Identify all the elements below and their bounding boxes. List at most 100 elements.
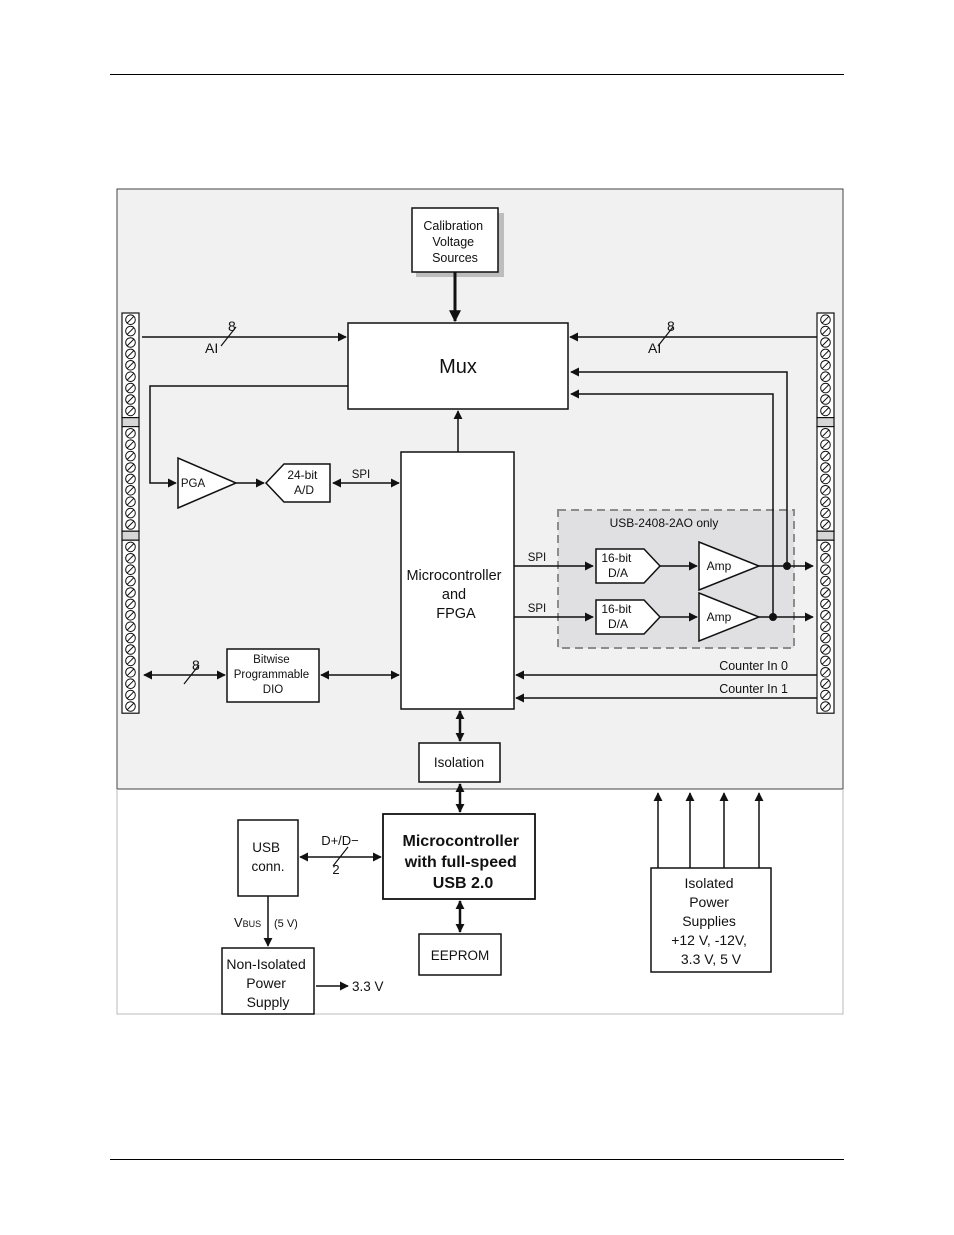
screw-slot	[126, 588, 135, 597]
non-isolated-region-outline	[116, 789, 844, 1015]
amp2-triangle	[698, 591, 762, 643]
mcu-fpga-box	[400, 451, 515, 710]
ai-left-slash	[220, 326, 237, 347]
terminal-separator	[121, 530, 140, 541]
mux-to-pga-line	[149, 385, 348, 488]
screw-slot	[126, 497, 135, 506]
screw-slot	[126, 338, 135, 347]
eeprom-box	[418, 933, 502, 976]
screw-slot	[821, 463, 830, 472]
screw-slot	[126, 702, 135, 711]
mux-label: Mux	[439, 356, 477, 378]
adc-label: 24-bit A/D	[287, 468, 320, 497]
screw-slot	[126, 395, 135, 404]
terminal-separator	[121, 417, 140, 428]
amp2-label: Amp	[707, 610, 732, 624]
ao1-feedback-line	[570, 389, 774, 617]
screw-slot	[821, 475, 830, 483]
screw-slot	[126, 668, 135, 677]
screw-slot	[821, 350, 830, 358]
screw-slot	[126, 463, 135, 472]
screw-slot	[821, 486, 830, 495]
screw-slot	[821, 622, 830, 631]
screw-slot	[821, 452, 830, 460]
dac1-label: 16-bit D/A	[601, 551, 634, 580]
ai-left-count: 8	[228, 318, 236, 334]
nonisolated-ps-label: Non-Isolated Power Supply	[226, 956, 309, 1010]
screw-slot	[126, 554, 135, 563]
ao-option-region	[557, 509, 795, 649]
adc-shape	[264, 463, 331, 503]
screw-slot	[126, 600, 135, 608]
screw-slot	[126, 645, 135, 654]
screw-slot	[126, 486, 135, 495]
ao1-junction-dot	[769, 613, 777, 621]
screw-slot	[821, 600, 830, 608]
screw-slot	[126, 315, 135, 324]
screw-slot	[821, 611, 830, 620]
dac2-shape	[595, 599, 662, 635]
calibration-label: Calibration Voltage Sources	[423, 219, 486, 265]
screw-slot	[821, 384, 830, 392]
screw-slot	[126, 565, 135, 574]
vbus-value: (5 V)	[274, 918, 298, 930]
screw-slot	[821, 543, 830, 551]
isolated-ps-box	[650, 867, 772, 973]
amp1-label: Amp	[707, 559, 732, 573]
ao0-junction-dot	[783, 562, 791, 570]
screw-slot	[821, 497, 830, 506]
screw-slot	[821, 588, 830, 597]
ai-right-count: 8	[667, 318, 675, 334]
terminal-separator	[816, 417, 835, 428]
screw-slot	[126, 384, 135, 392]
usb-conn-label: USB conn.	[251, 840, 284, 874]
mux-box	[347, 322, 569, 410]
screw-slot	[126, 622, 135, 631]
ai-right-label: AI	[648, 340, 661, 356]
dac2-spi-label: SPI	[528, 603, 547, 615]
ai-right-slash	[657, 326, 674, 347]
screw-slot	[821, 315, 830, 324]
terminal-separator	[816, 530, 835, 541]
screw-slot	[126, 407, 135, 415]
screw-slot	[126, 543, 135, 551]
usb-mcu-label: Microcontroller with full-speed USB 2.0	[403, 833, 524, 892]
counter1-label: Counter In 1	[719, 682, 788, 696]
ao0-feedback-line	[570, 367, 788, 566]
dio-label: Bitwise Programmable DIO	[234, 654, 313, 696]
eeprom-label: EEPROM	[431, 948, 490, 963]
screw-slot	[821, 509, 830, 517]
screw-slot	[821, 429, 830, 438]
terminal-strip-right	[816, 312, 835, 714]
usb-data-label: D+/D−	[321, 833, 359, 848]
screw-slot	[821, 645, 830, 654]
pga-triangle	[177, 456, 238, 510]
dio-slash	[183, 664, 200, 685]
isolated-ps-label: Isolated Power Supplies +12 V, -12V, 3.3…	[671, 875, 751, 967]
footer-rule	[110, 1159, 844, 1160]
counter0-label: Counter In 0	[719, 659, 788, 673]
header-rule	[110, 74, 844, 75]
isolation-box	[418, 742, 501, 783]
dio-count: 8	[192, 657, 200, 673]
screw-slot	[821, 702, 830, 711]
vbus-label: VBUS	[234, 915, 261, 930]
usb-mcu-box	[382, 813, 536, 900]
screw-slot	[821, 657, 830, 665]
screw-slot	[126, 679, 135, 688]
screw-slot	[821, 554, 830, 563]
screw-slot	[126, 634, 135, 642]
ao-option-label: USB-2408-2AO only	[610, 516, 719, 530]
screw-slot	[821, 577, 830, 585]
nonisolated-ps-box	[221, 947, 315, 1015]
dac2-label: 16-bit D/A	[601, 602, 634, 631]
screw-slot	[126, 372, 135, 381]
screw-slot	[821, 372, 830, 381]
screw-slot	[821, 407, 830, 415]
screw-slot	[126, 657, 135, 665]
screw-slot	[126, 475, 135, 483]
amp1-triangle	[698, 540, 762, 592]
screw-slot	[126, 327, 135, 335]
usb-conn-box	[237, 819, 299, 897]
